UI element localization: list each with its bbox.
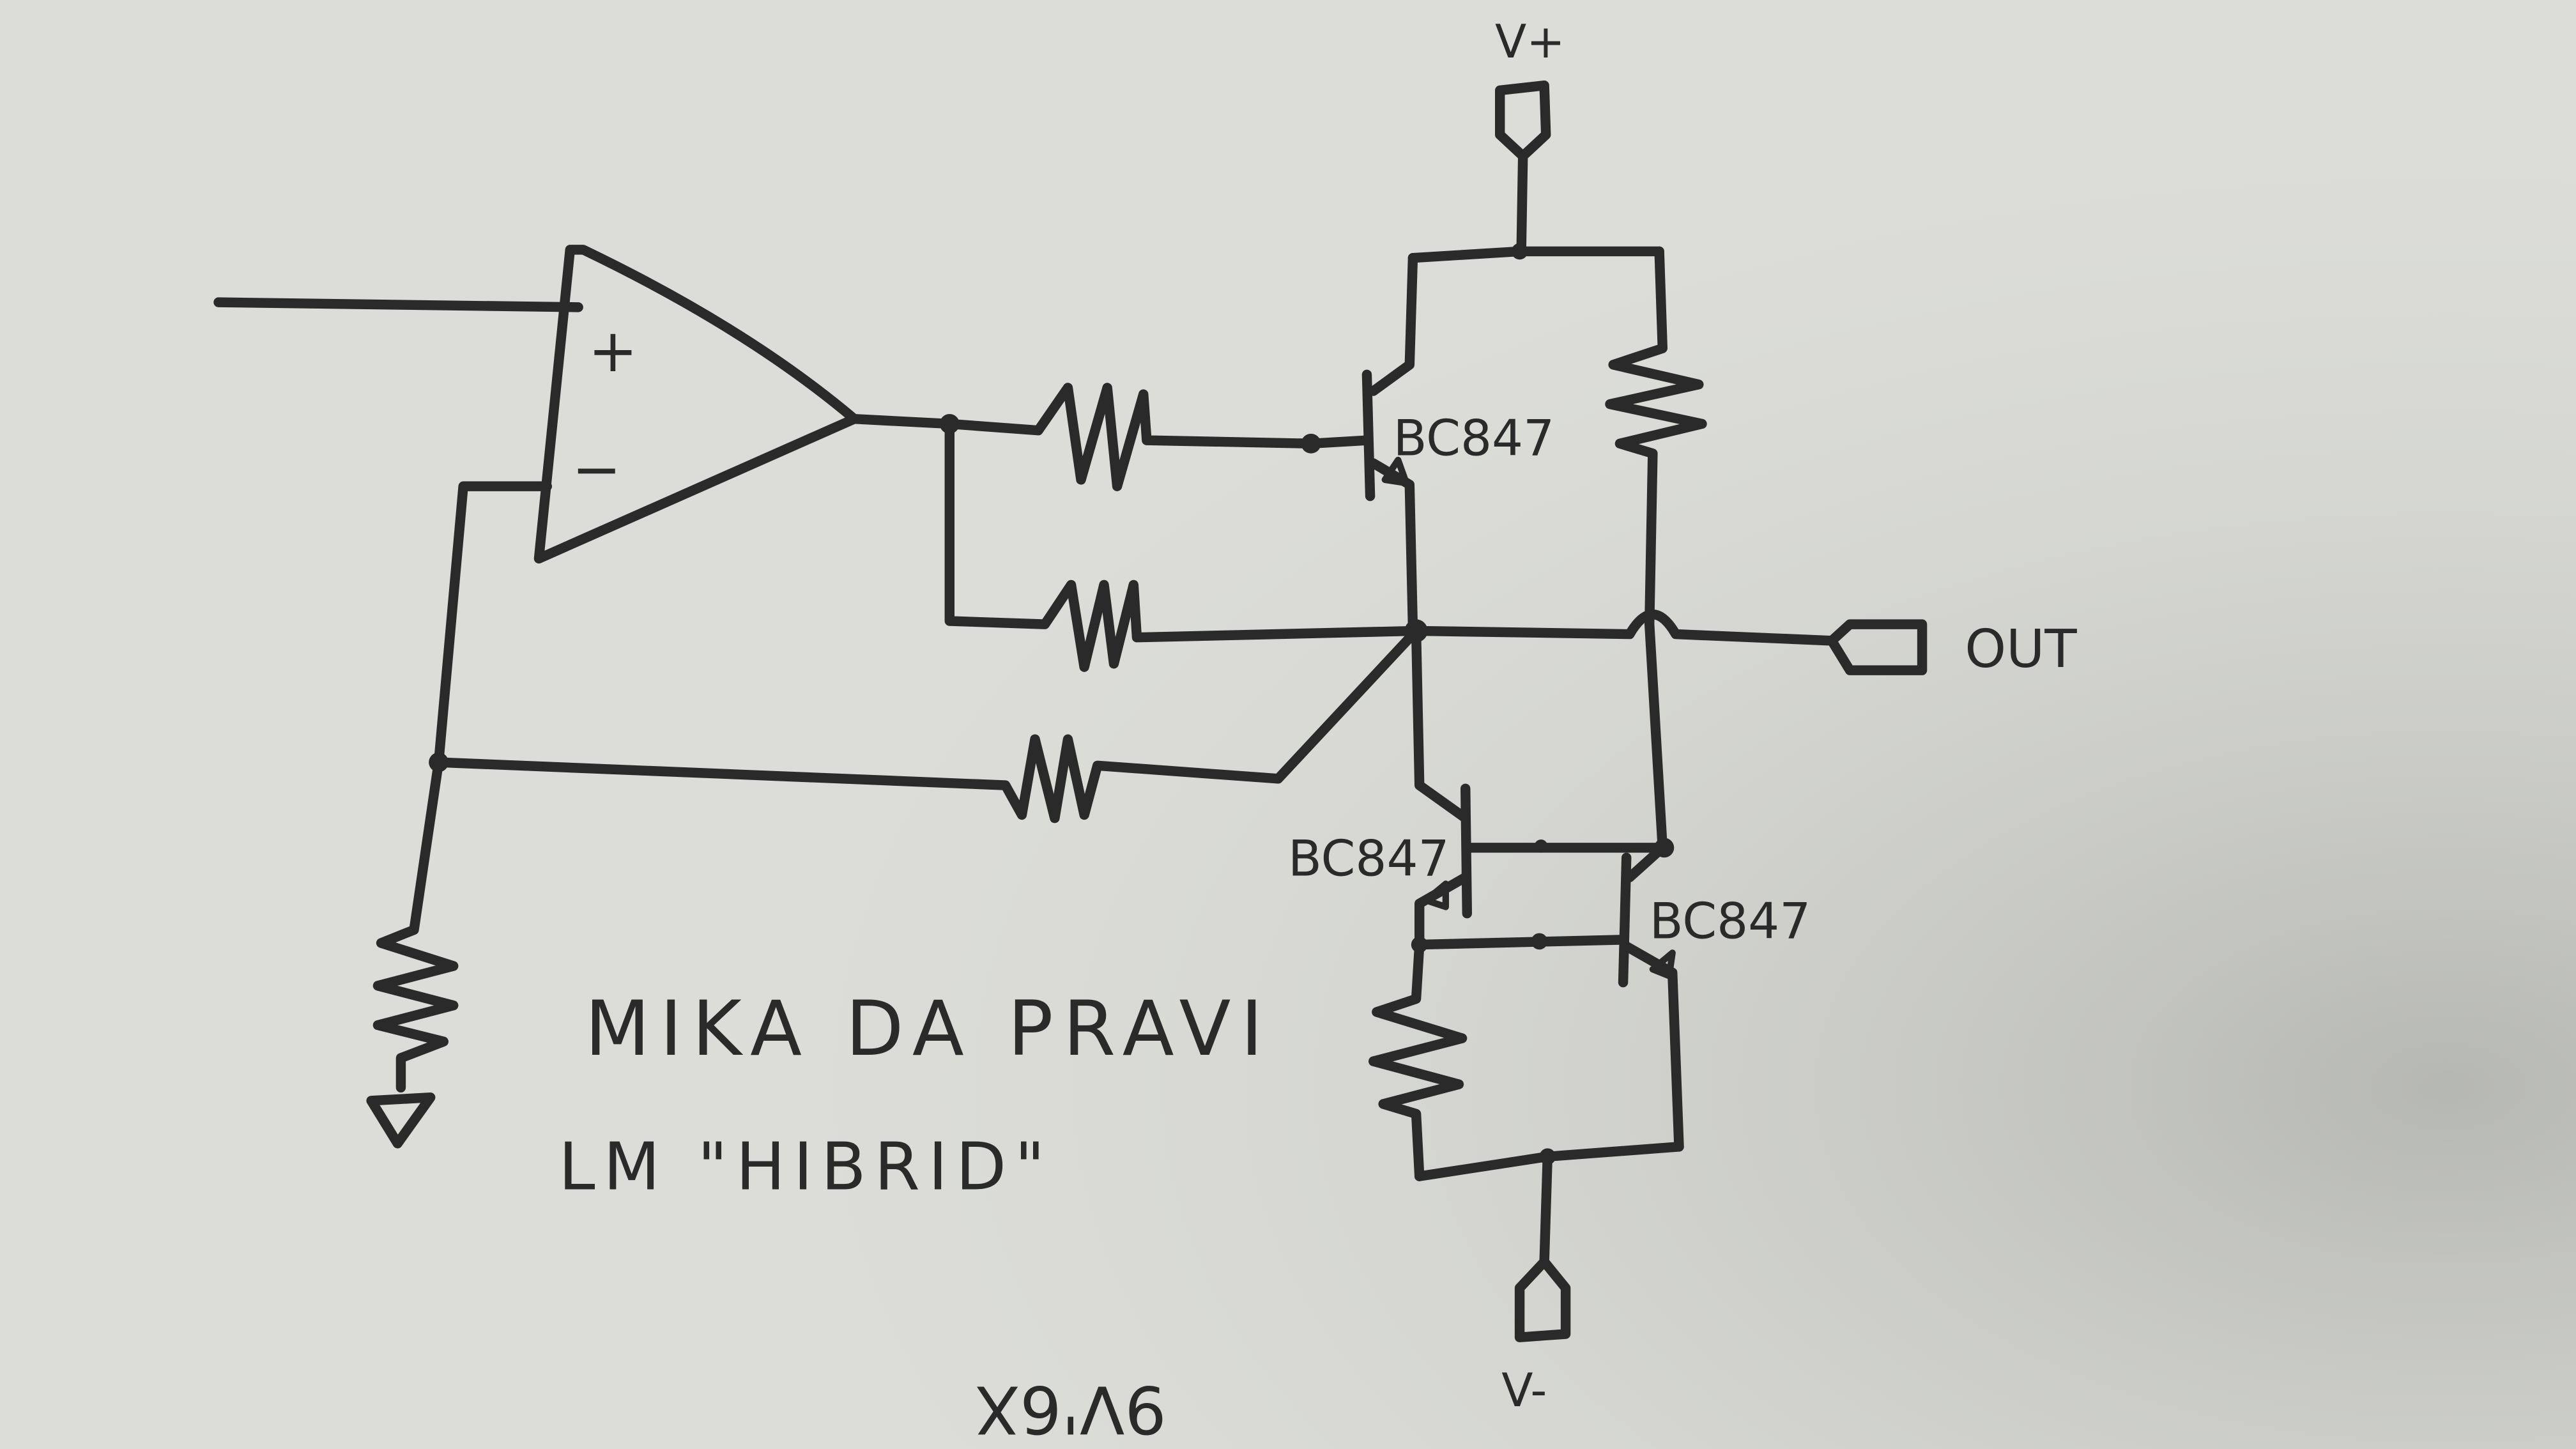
lower-resistor bbox=[1368, 939, 1468, 1181]
ground-symbol bbox=[366, 1092, 436, 1149]
right-lower-transistor: BC847 bbox=[1618, 852, 1811, 1152]
opamp-symbol: + − bbox=[533, 245, 859, 564]
vplus-label: V+ bbox=[1495, 15, 1565, 68]
right-resistor-down-wire bbox=[1625, 619, 1668, 882]
inverting-input-wire bbox=[433, 481, 552, 767]
right-base-wire bbox=[1414, 935, 1629, 950]
output-node-down-wire bbox=[1411, 625, 1471, 824]
right-resistor bbox=[1605, 246, 1707, 629]
opamp-plus-label: + bbox=[588, 316, 638, 385]
out-connector: OUT bbox=[1827, 619, 2077, 680]
out-label: OUT bbox=[1965, 619, 2077, 680]
vminus-connector: V- bbox=[1501, 1151, 1571, 1417]
note-line-1: MIKA DA PRAVI bbox=[585, 985, 1273, 1073]
top-transistor-label: BC847 bbox=[1393, 410, 1555, 467]
note-line-2: LM "HIBRID" bbox=[558, 1130, 1053, 1206]
feedback-resistor bbox=[433, 625, 1422, 824]
right-base-mid-junction bbox=[1531, 933, 1548, 950]
noninverting-input-wire bbox=[213, 297, 583, 312]
left-transistor-label: BC847 bbox=[1288, 831, 1450, 888]
top-base-wire bbox=[1306, 435, 1372, 448]
top-rail-junction bbox=[1511, 243, 1528, 260]
right-transistor-label: BC847 bbox=[1650, 893, 1811, 950]
page-mark: 9V'6X bbox=[975, 1370, 1167, 1446]
output-wire bbox=[1411, 610, 1837, 646]
base-resistor bbox=[944, 383, 1316, 491]
vminus-label: V- bbox=[1501, 1363, 1547, 1417]
top-transistor: BC847 bbox=[1361, 369, 1555, 632]
feedforward-resistor bbox=[944, 418, 1422, 672]
vplus-connector: V+ bbox=[1495, 15, 1565, 257]
opamp-output-wire bbox=[849, 414, 955, 429]
left-base-mid-junction bbox=[1534, 839, 1548, 853]
top-transistor-collector-wire bbox=[1368, 253, 1418, 396]
opamp-minus-label: − bbox=[572, 434, 622, 503]
ground-resistor bbox=[366, 757, 459, 1149]
left-lower-transistor: BC847 bbox=[1288, 783, 1473, 950]
